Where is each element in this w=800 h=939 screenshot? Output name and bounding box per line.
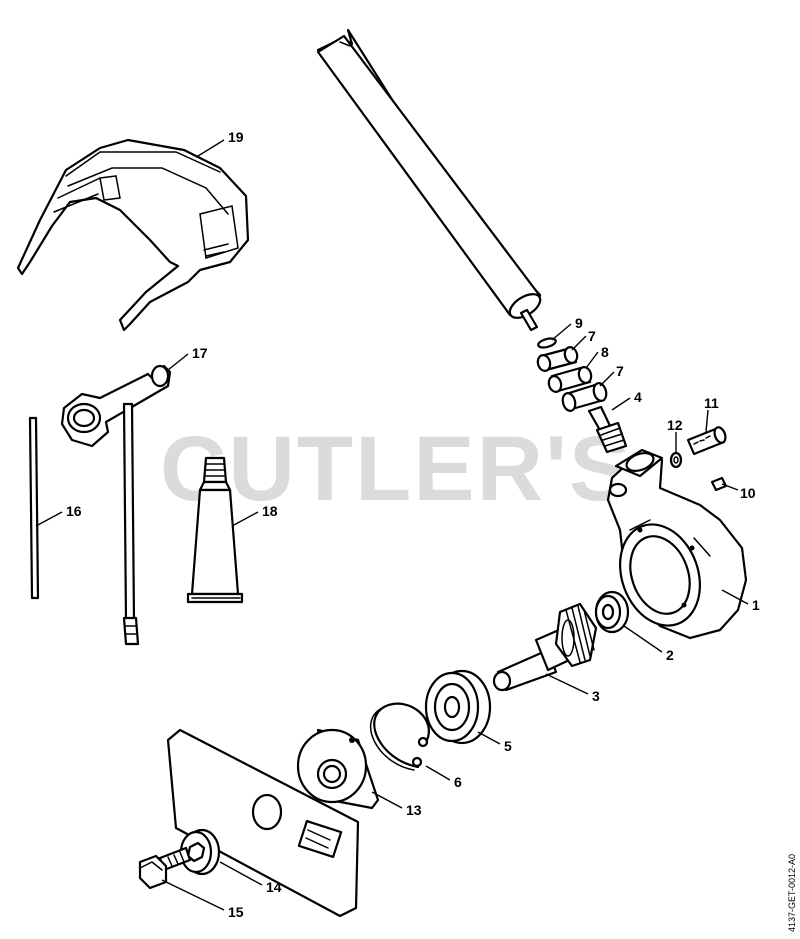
callout-6: 6: [454, 774, 462, 790]
screw-assembly: [669, 426, 728, 492]
drive-tube: [316, 28, 542, 332]
grease-tube: [186, 456, 244, 604]
drawing-code: 4137-GET-0012-A0: [787, 854, 797, 932]
callout-8: 8: [601, 344, 609, 360]
callout-14: 14: [266, 879, 282, 895]
shaft-small-parts: [536, 337, 628, 454]
callout-12: 12: [667, 417, 683, 433]
bevel-gear-shaft: [492, 602, 598, 692]
callout-16: 16: [66, 503, 82, 519]
callout-11: 11: [704, 395, 719, 411]
thrust-plate: [296, 728, 380, 810]
callout-15: 15: [228, 904, 244, 920]
watermark: CUTLER'S: [160, 418, 632, 520]
circlip: [369, 702, 430, 771]
gear-housing: [606, 448, 748, 640]
plate: [166, 728, 360, 918]
callout-17: 17: [192, 345, 208, 361]
callout-1: 1: [752, 597, 760, 613]
callout-19: 19: [228, 129, 244, 145]
leader-lines: [35, 139, 749, 911]
callout-2: 2: [666, 647, 674, 663]
callout-9: 9: [575, 315, 583, 331]
callout-18: 18: [262, 503, 278, 519]
bolt-15: [138, 846, 192, 890]
safety-glasses: [16, 138, 250, 332]
bearing-5: [424, 669, 492, 745]
callout-5: 5: [504, 738, 512, 754]
callout-7-bottom: 7: [616, 363, 624, 379]
callout-4: 4: [634, 389, 642, 405]
callout-3: 3: [592, 688, 600, 704]
combination-wrench: [60, 364, 172, 646]
rod: [28, 416, 40, 600]
callout-7-top: 7: [588, 328, 596, 344]
callouts: 19 17 16 18 9 7 8 7 4 11 12 10 1 2 3 5 6…: [66, 129, 760, 920]
callout-13: 13: [406, 802, 422, 818]
bearing-2: [594, 590, 630, 634]
callout-10: 10: [740, 485, 756, 501]
